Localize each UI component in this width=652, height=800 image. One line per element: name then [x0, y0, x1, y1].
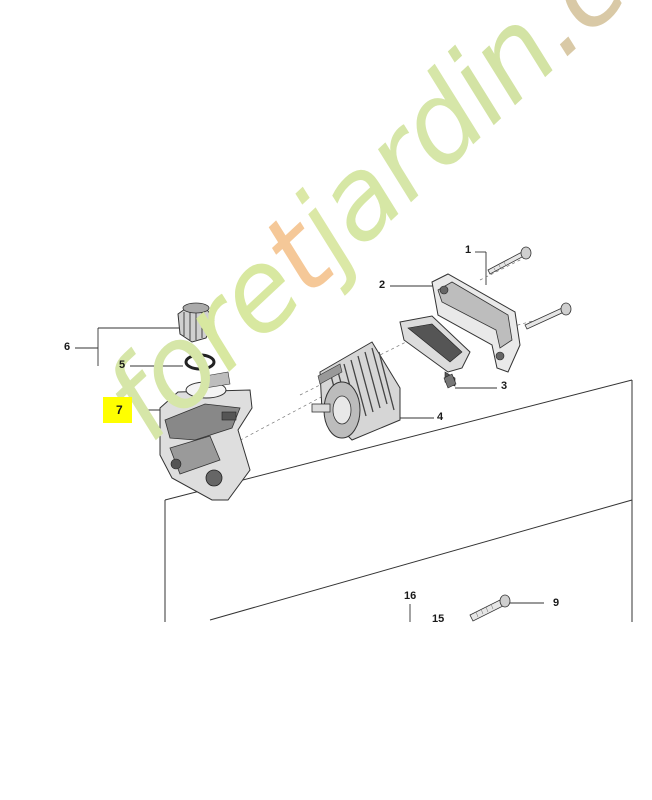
pump-housing-part-7: [159, 371, 253, 501]
callout-7-highlighted: 7: [103, 397, 132, 423]
callout-3: 3: [501, 380, 508, 392]
callout-4: 4: [437, 411, 444, 423]
callout-6: 6: [64, 341, 71, 353]
screw-part-1: [487, 246, 532, 275]
callout-15: 15: [432, 613, 445, 625]
bracket-cover-part-2: [399, 273, 521, 387]
clip-part-3: [443, 373, 457, 389]
screw-part-1b: [524, 302, 572, 330]
callout-16: 16: [404, 590, 417, 602]
callout-5: 5: [119, 359, 126, 371]
cap-part-6: [177, 302, 215, 343]
bolt-part-9: [469, 594, 511, 622]
callout-2: 2: [379, 279, 386, 291]
leader-lines: [75, 251, 544, 622]
callout-1: 1: [465, 244, 472, 256]
callout-9: 9: [553, 597, 560, 609]
motor-part-4: [311, 341, 401, 441]
o-ring-part-5: [184, 353, 216, 371]
